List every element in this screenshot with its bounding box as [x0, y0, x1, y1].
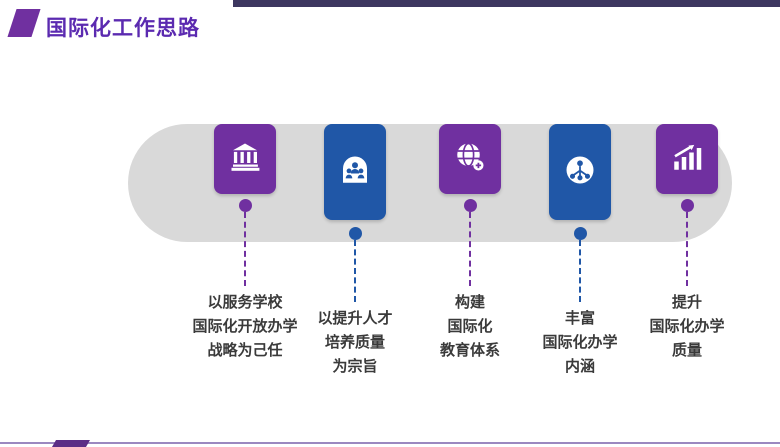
dashed-connector — [469, 212, 471, 286]
step-label: 构建 国际化 教育体系 — [439, 294, 500, 359]
step-card — [324, 124, 386, 220]
step-card — [549, 124, 611, 220]
step-build-system: 构建 国际化 教育体系 — [405, 124, 535, 363]
timeline-dot — [348, 227, 362, 240]
step-talent-quality: 以提升人才 培养质量 为宗旨 — [290, 124, 420, 379]
network-icon — [562, 152, 598, 193]
dashed-connector — [579, 240, 581, 302]
globe-icon — [452, 139, 488, 180]
bottom-accent-shape — [51, 440, 91, 447]
dashed-connector — [354, 240, 356, 302]
step-label: 丰富 国际化办学 内涵 — [542, 310, 618, 375]
timeline-dot — [573, 227, 587, 240]
dashed-connector — [686, 212, 688, 286]
bottom-line-decoration — [0, 442, 780, 444]
timeline-dot — [463, 199, 477, 212]
bank-icon — [227, 139, 263, 180]
people-icon — [337, 152, 373, 193]
page-title: 国际化工作思路 — [46, 17, 200, 40]
timeline-dot — [680, 199, 694, 212]
step-card — [656, 124, 718, 194]
step-raise-quality: 提升 国际化办学 质量 — [622, 124, 752, 363]
step-enrich-content: 丰富 国际化办学 内涵 — [515, 124, 645, 379]
step-serve-school: 以服务学校 国际化开放办学 战略为己任 — [180, 124, 310, 363]
step-card — [439, 124, 501, 194]
step-label: 以提升人才 培养质量 为宗旨 — [317, 310, 393, 375]
dashed-connector — [244, 212, 246, 286]
chart-icon — [669, 139, 705, 180]
title-accent-shape — [7, 9, 41, 37]
top-bar-decoration — [233, 0, 780, 7]
step-label: 提升 国际化办学 质量 — [649, 294, 725, 359]
step-label: 以服务学校 国际化开放办学 战略为己任 — [192, 294, 298, 359]
timeline-dot — [238, 199, 252, 212]
step-card — [214, 124, 276, 194]
